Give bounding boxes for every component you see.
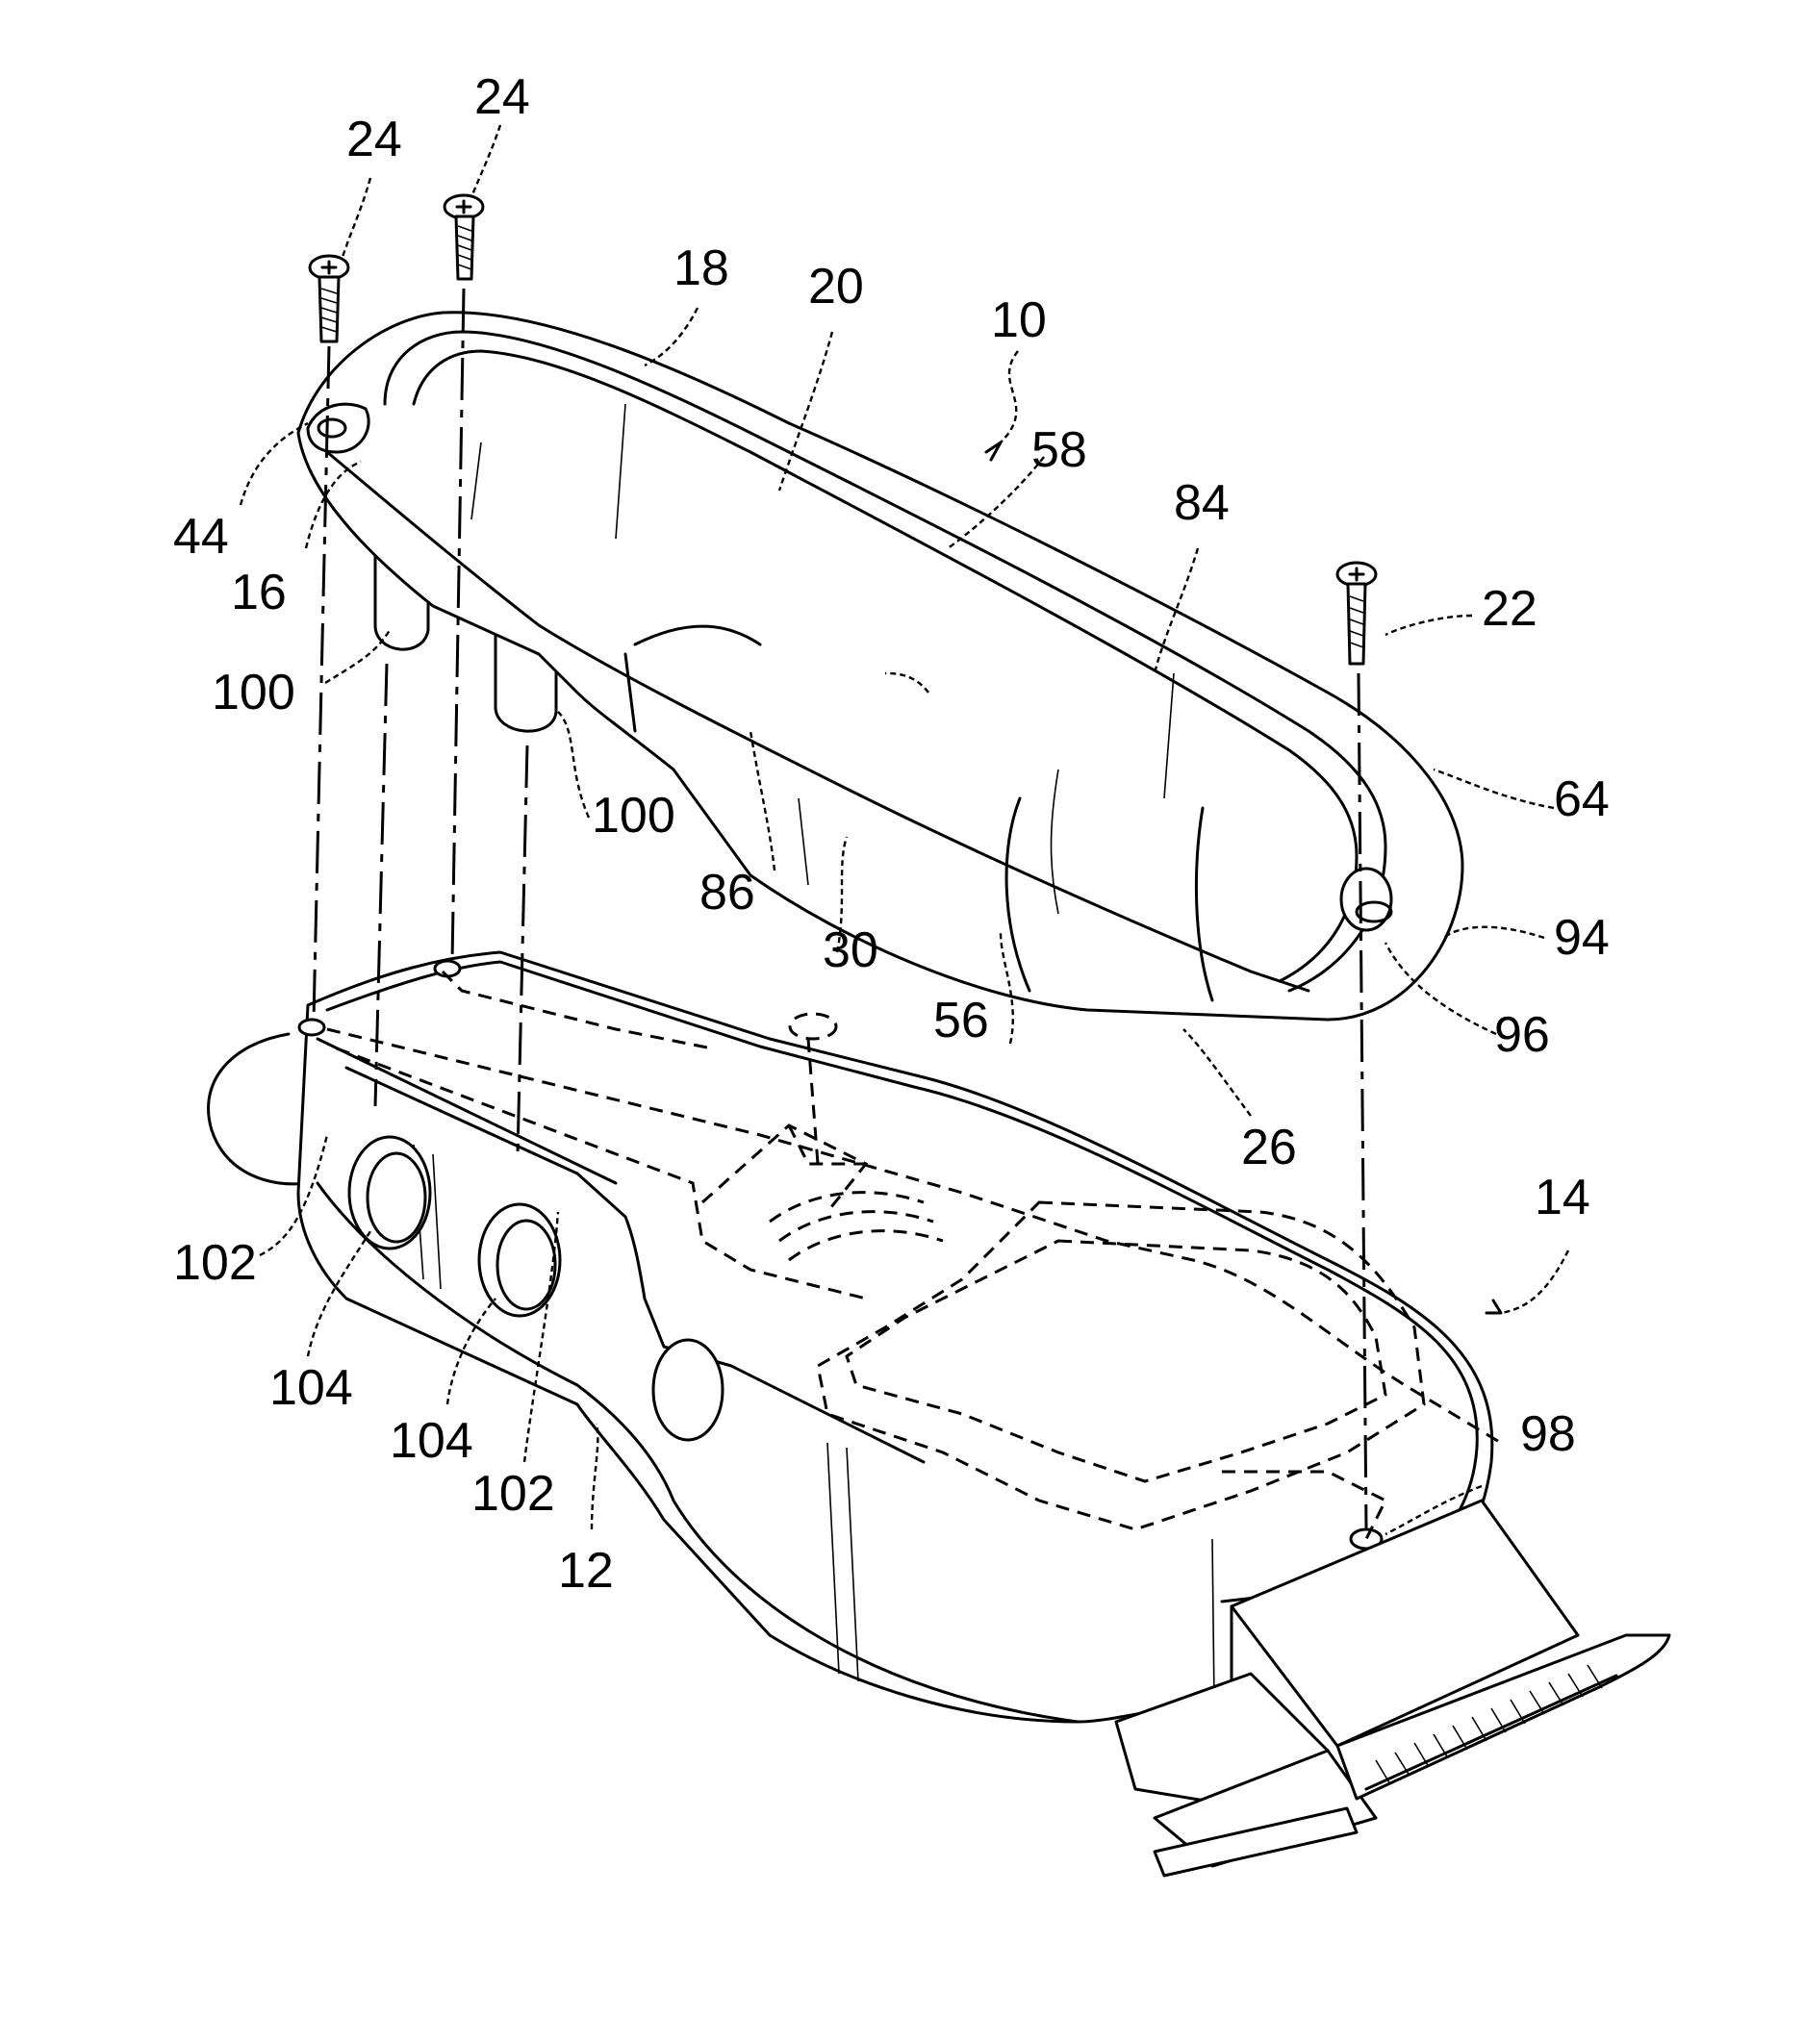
label-44: 44 — [173, 509, 229, 565]
leader-lines — [239, 124, 1570, 1536]
label-64: 64 — [1554, 771, 1610, 827]
label-56: 56 — [933, 993, 989, 1048]
lower-housing — [207, 950, 1671, 1878]
screw-left — [308, 254, 350, 343]
label-100-right: 100 — [592, 788, 675, 844]
label-26: 26 — [1241, 1120, 1297, 1175]
reference-numerals: 24 24 18 20 10 58 84 22 64 94 96 26 56 3… — [173, 69, 1610, 1599]
label-30: 30 — [823, 922, 878, 978]
label-102-right: 102 — [471, 1466, 555, 1522]
label-104-left: 104 — [269, 1360, 353, 1416]
label-86: 86 — [699, 865, 755, 921]
label-10: 10 — [991, 292, 1047, 348]
label-104-right: 104 — [390, 1413, 473, 1469]
screw-middle — [443, 193, 485, 281]
label-12: 12 — [558, 1543, 614, 1599]
label-94: 94 — [1554, 910, 1610, 966]
label-14: 14 — [1535, 1170, 1590, 1225]
label-24-left: 24 — [346, 112, 402, 167]
label-98: 98 — [1520, 1406, 1576, 1462]
screw-right — [1335, 561, 1378, 666]
label-22: 22 — [1482, 581, 1537, 637]
label-58: 58 — [1031, 422, 1087, 478]
screws — [308, 193, 1378, 666]
assembly-lines — [312, 288, 1368, 1530]
label-96: 96 — [1494, 1007, 1550, 1063]
label-84: 84 — [1174, 475, 1230, 531]
label-20: 20 — [808, 259, 864, 315]
upper-cover — [296, 311, 1464, 1022]
label-100-left: 100 — [212, 665, 295, 720]
label-24-right: 24 — [474, 69, 530, 125]
label-18: 18 — [673, 240, 729, 296]
label-102-left: 102 — [173, 1235, 257, 1291]
label-16: 16 — [231, 565, 287, 620]
